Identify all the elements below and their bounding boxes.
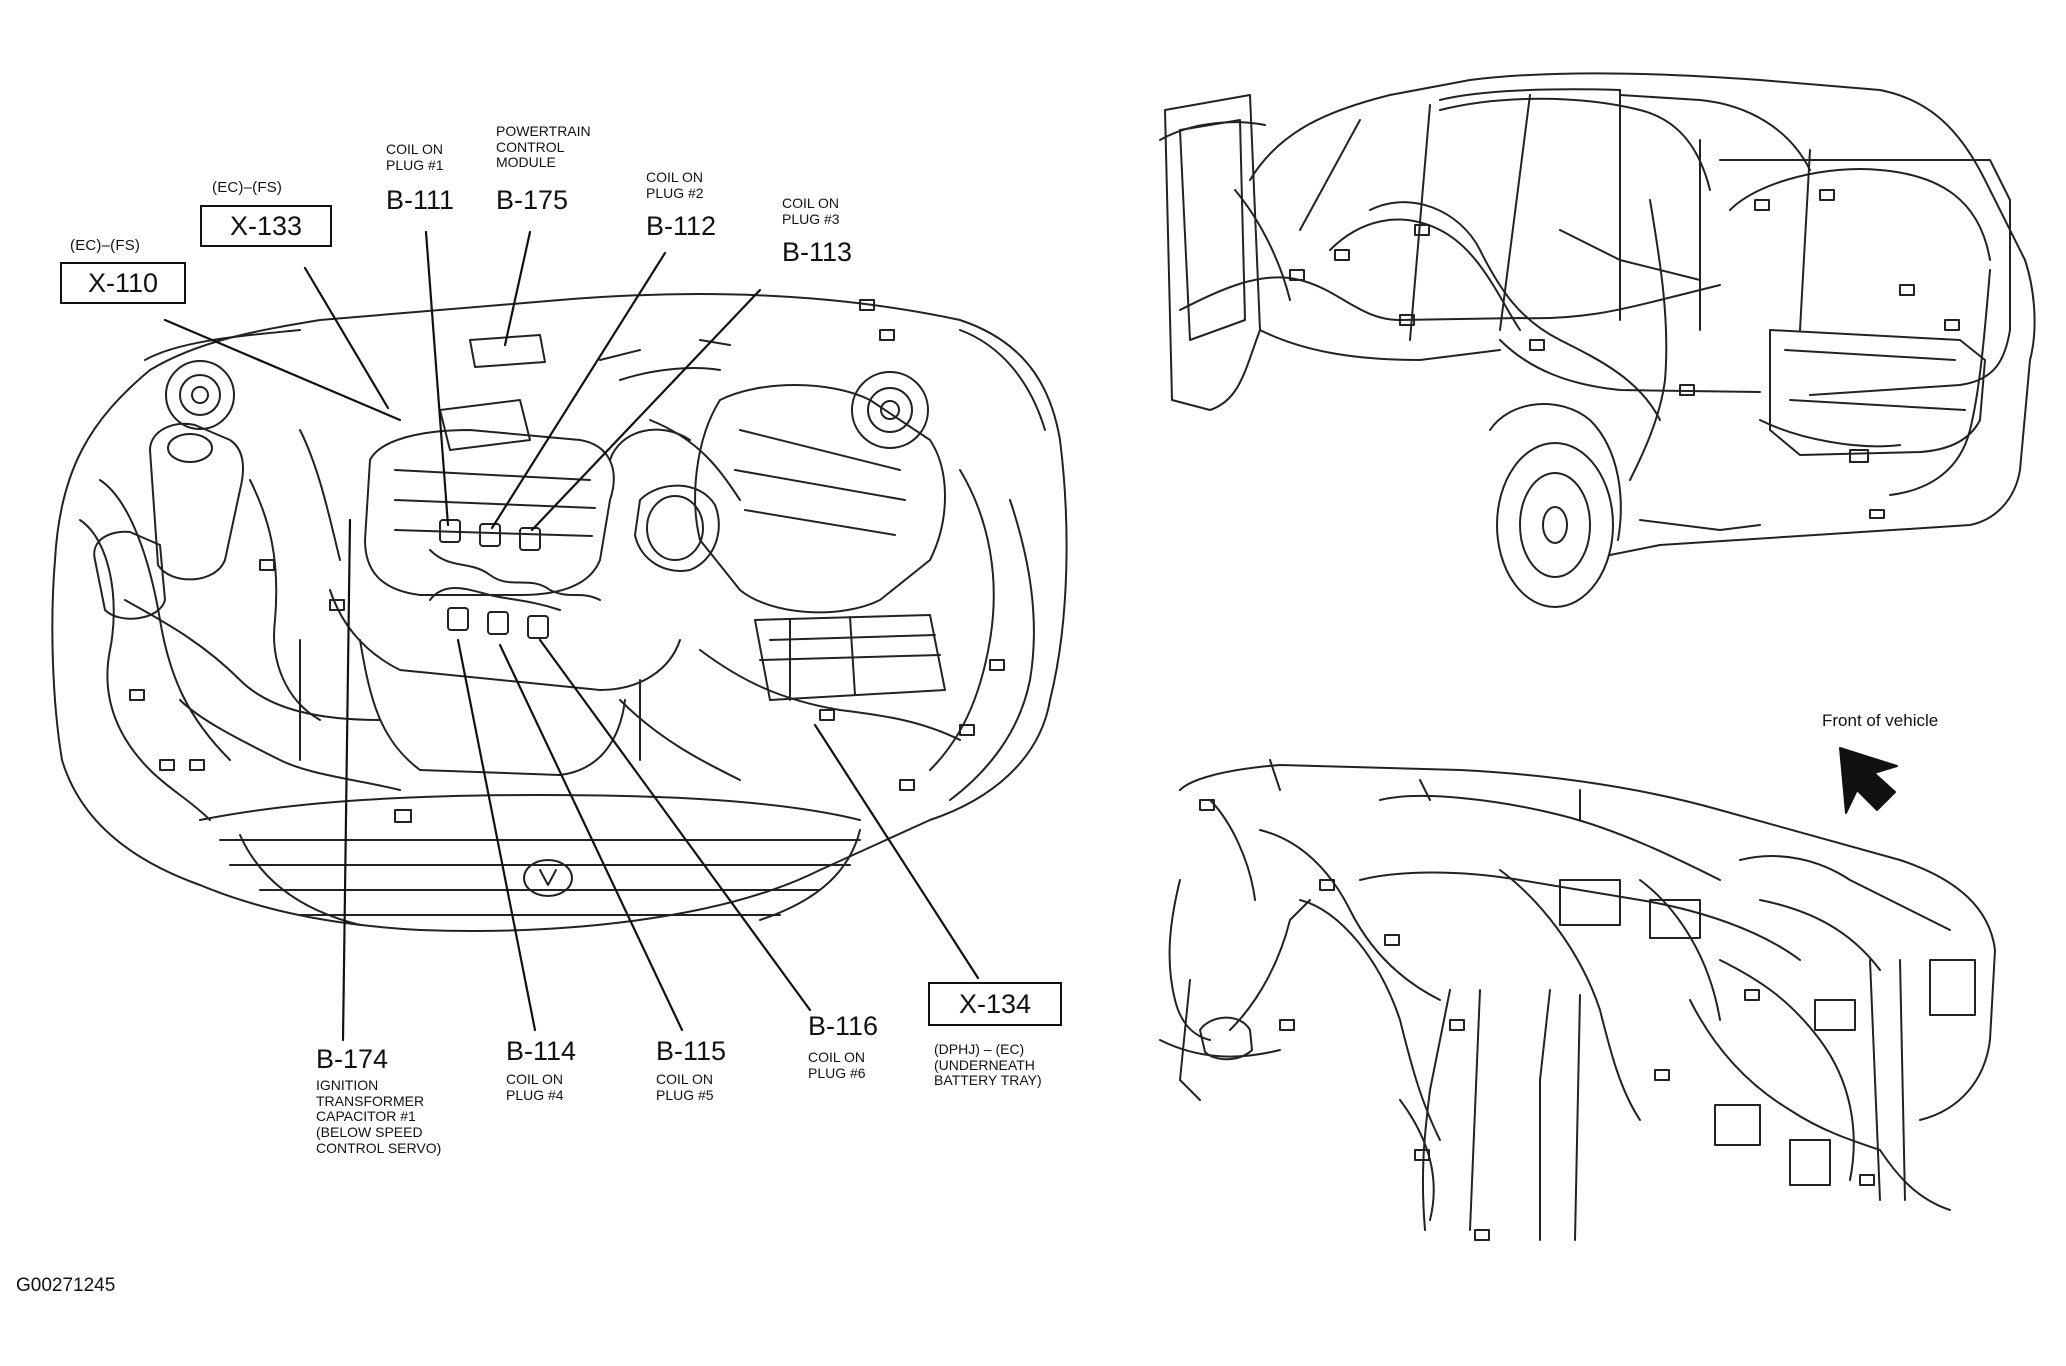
b114-description: COIL ON PLUG #4 (506, 1071, 564, 1103)
x110-qualifier: (EC)–(FS) (70, 237, 141, 254)
b175-description: POWERTRAIN CONTROL MODULE (496, 123, 591, 171)
front-of-vehicle-label: Front of vehicle (1822, 711, 1939, 730)
figure-id: G00271245 (16, 1275, 116, 1296)
b111-description: COIL ON PLUG #1 (386, 141, 444, 173)
b114-code: B-114 (506, 1036, 577, 1066)
b116-description: COIL ON PLUG #6 (808, 1049, 866, 1081)
x134-description: (DPHJ) – (EC) (UNDERNEATH BATTERY TRAY) (934, 1041, 1042, 1089)
b112-description: COIL ON PLUG #2 (646, 169, 704, 201)
b113-description: COIL ON PLUG #3 (782, 195, 840, 227)
b111-code: B-111 (386, 185, 455, 215)
front-of-vehicle-arrow (1839, 747, 1898, 814)
b112-code: B-112 (646, 211, 717, 241)
x110-connector-box: X-110 (60, 262, 186, 304)
b175-code: B-175 (496, 185, 569, 215)
x133-qualifier: (EC)–(FS) (212, 179, 283, 196)
x133-connector-box: X-133 (200, 205, 332, 247)
b174-code: B-174 (316, 1044, 389, 1074)
instrument-panel-drawing (1159, 759, 1996, 1241)
x134-connector-box: X-134 (928, 982, 1062, 1026)
rear-view-vehicle-drawing (1159, 72, 2036, 608)
engine-bay-drawing (51, 293, 1068, 932)
b116-code: B-116 (808, 1011, 879, 1041)
b113-code: B-113 (782, 237, 853, 267)
b174-description: IGNITION TRANSFORMER CAPACITOR #1 (BELOW… (316, 1077, 442, 1156)
leader-lines (163, 230, 980, 1042)
b115-description: COIL ON PLUG #5 (656, 1071, 714, 1103)
b115-code: B-115 (656, 1036, 727, 1066)
